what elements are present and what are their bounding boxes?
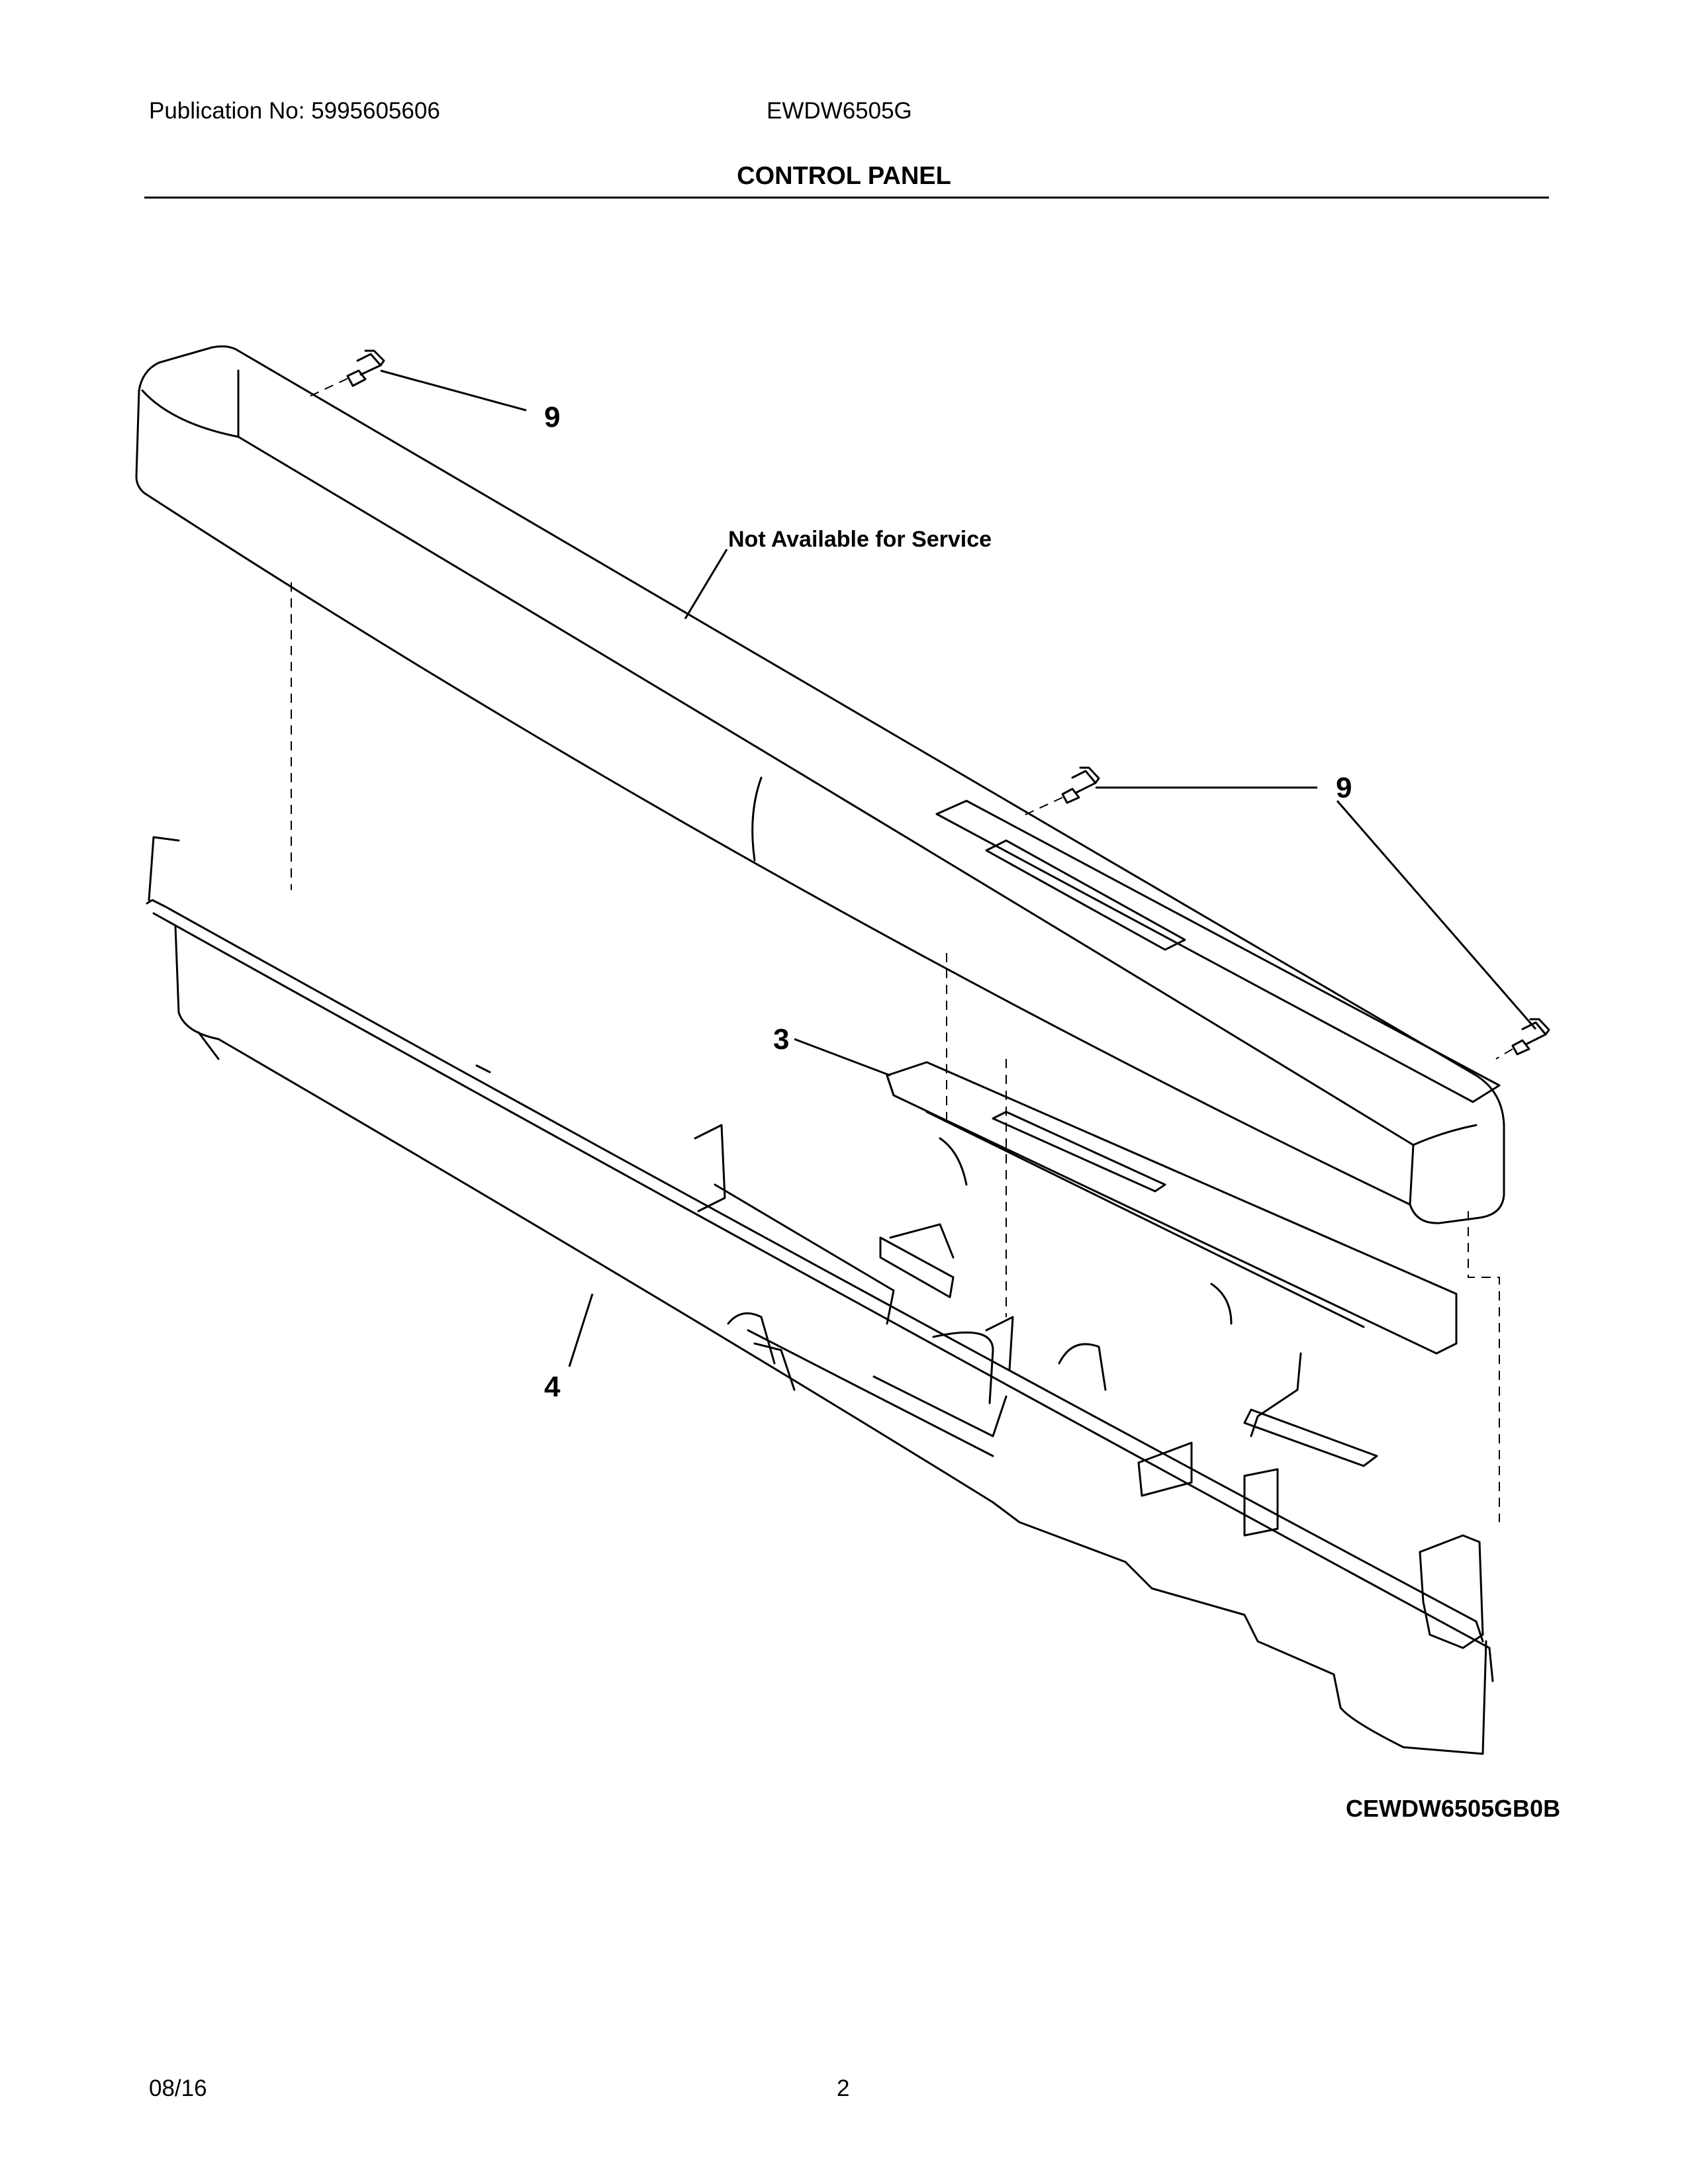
- header-rule: [144, 197, 1549, 199]
- panel-bracket: [146, 836, 1494, 1755]
- callout-label: 9: [544, 401, 560, 433]
- callout-label: 3: [773, 1023, 789, 1056]
- callout-label: 4: [544, 1371, 561, 1403]
- screw-mid: [1061, 766, 1100, 804]
- control-board: [886, 1061, 1458, 1467]
- leader-9-top: [380, 369, 527, 412]
- leader-9-right: [1336, 800, 1537, 1030]
- service-note: Not Available for Service: [728, 527, 992, 552]
- screw-top-left: [346, 349, 385, 387]
- page-title: CONTROL PANEL: [737, 162, 951, 190]
- leader-4: [568, 1293, 594, 1367]
- screw-right: [1511, 1018, 1550, 1056]
- publication-date: 08/16: [149, 2075, 207, 2101]
- leader-3: [794, 1038, 891, 1077]
- page-number: 2: [837, 2075, 850, 2101]
- console-housing: [135, 345, 1505, 1224]
- callout-label: 9: [1336, 772, 1352, 804]
- publication-number: Publication No: 5995605606: [149, 98, 440, 124]
- leader-note: [684, 549, 728, 619]
- figure-code: CEWDW6505GB0B: [1346, 1795, 1561, 1822]
- model-number: EWDW6505G: [767, 98, 912, 124]
